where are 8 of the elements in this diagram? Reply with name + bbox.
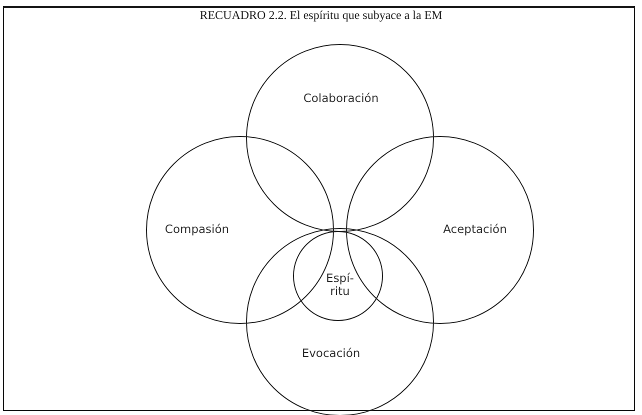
circle-label: Espí-ritu bbox=[325, 272, 355, 298]
circle bbox=[246, 228, 434, 415]
circle-label: Evocación bbox=[302, 346, 360, 360]
circle-label: Aceptación bbox=[443, 222, 507, 236]
circle-label: Colaboración bbox=[303, 91, 379, 105]
circle-label: Compasión bbox=[164, 222, 230, 236]
circle bbox=[246, 44, 434, 232]
title: RECUADRO 2.2. El espíritu que subyace a la EM bbox=[198, 8, 444, 23]
